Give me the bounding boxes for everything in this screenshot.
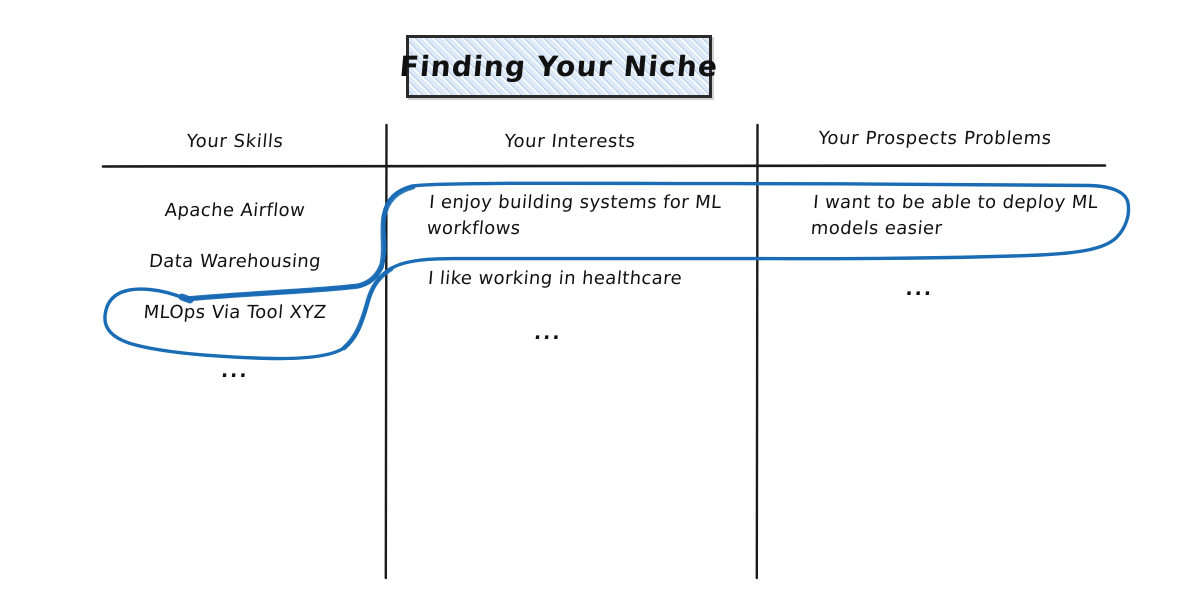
column-header-your-prospects-problems: Your Prospects Problems [817, 128, 1053, 149]
list-item: I like working in healthcare [427, 268, 684, 289]
list-item: MLOps Via Tool XYZ [142, 302, 328, 323]
column-header-your-interests: Your Interests [503, 131, 637, 152]
list-item-ellipsis: ... [904, 278, 935, 300]
list-item: I enjoy building systems for ML workflow… [425, 192, 723, 240]
list-item: Apache Airflow [163, 200, 307, 221]
column-header-your-skills: Your Skills [185, 131, 285, 152]
list-item: I want to be able to deploy ML models ea… [809, 192, 1100, 240]
column-divider-2 [755, 123, 759, 580]
niche-highlight-loop [103, 181, 1131, 361]
column-divider-1 [384, 123, 388, 580]
title-box [406, 35, 712, 98]
list-item: Data Warehousing [148, 251, 322, 272]
list-item-ellipsis: ... [533, 322, 563, 344]
page-title: Finding Your Niche [398, 50, 720, 83]
list-item-ellipsis: ... [220, 360, 250, 382]
header-rule [101, 164, 1107, 168]
